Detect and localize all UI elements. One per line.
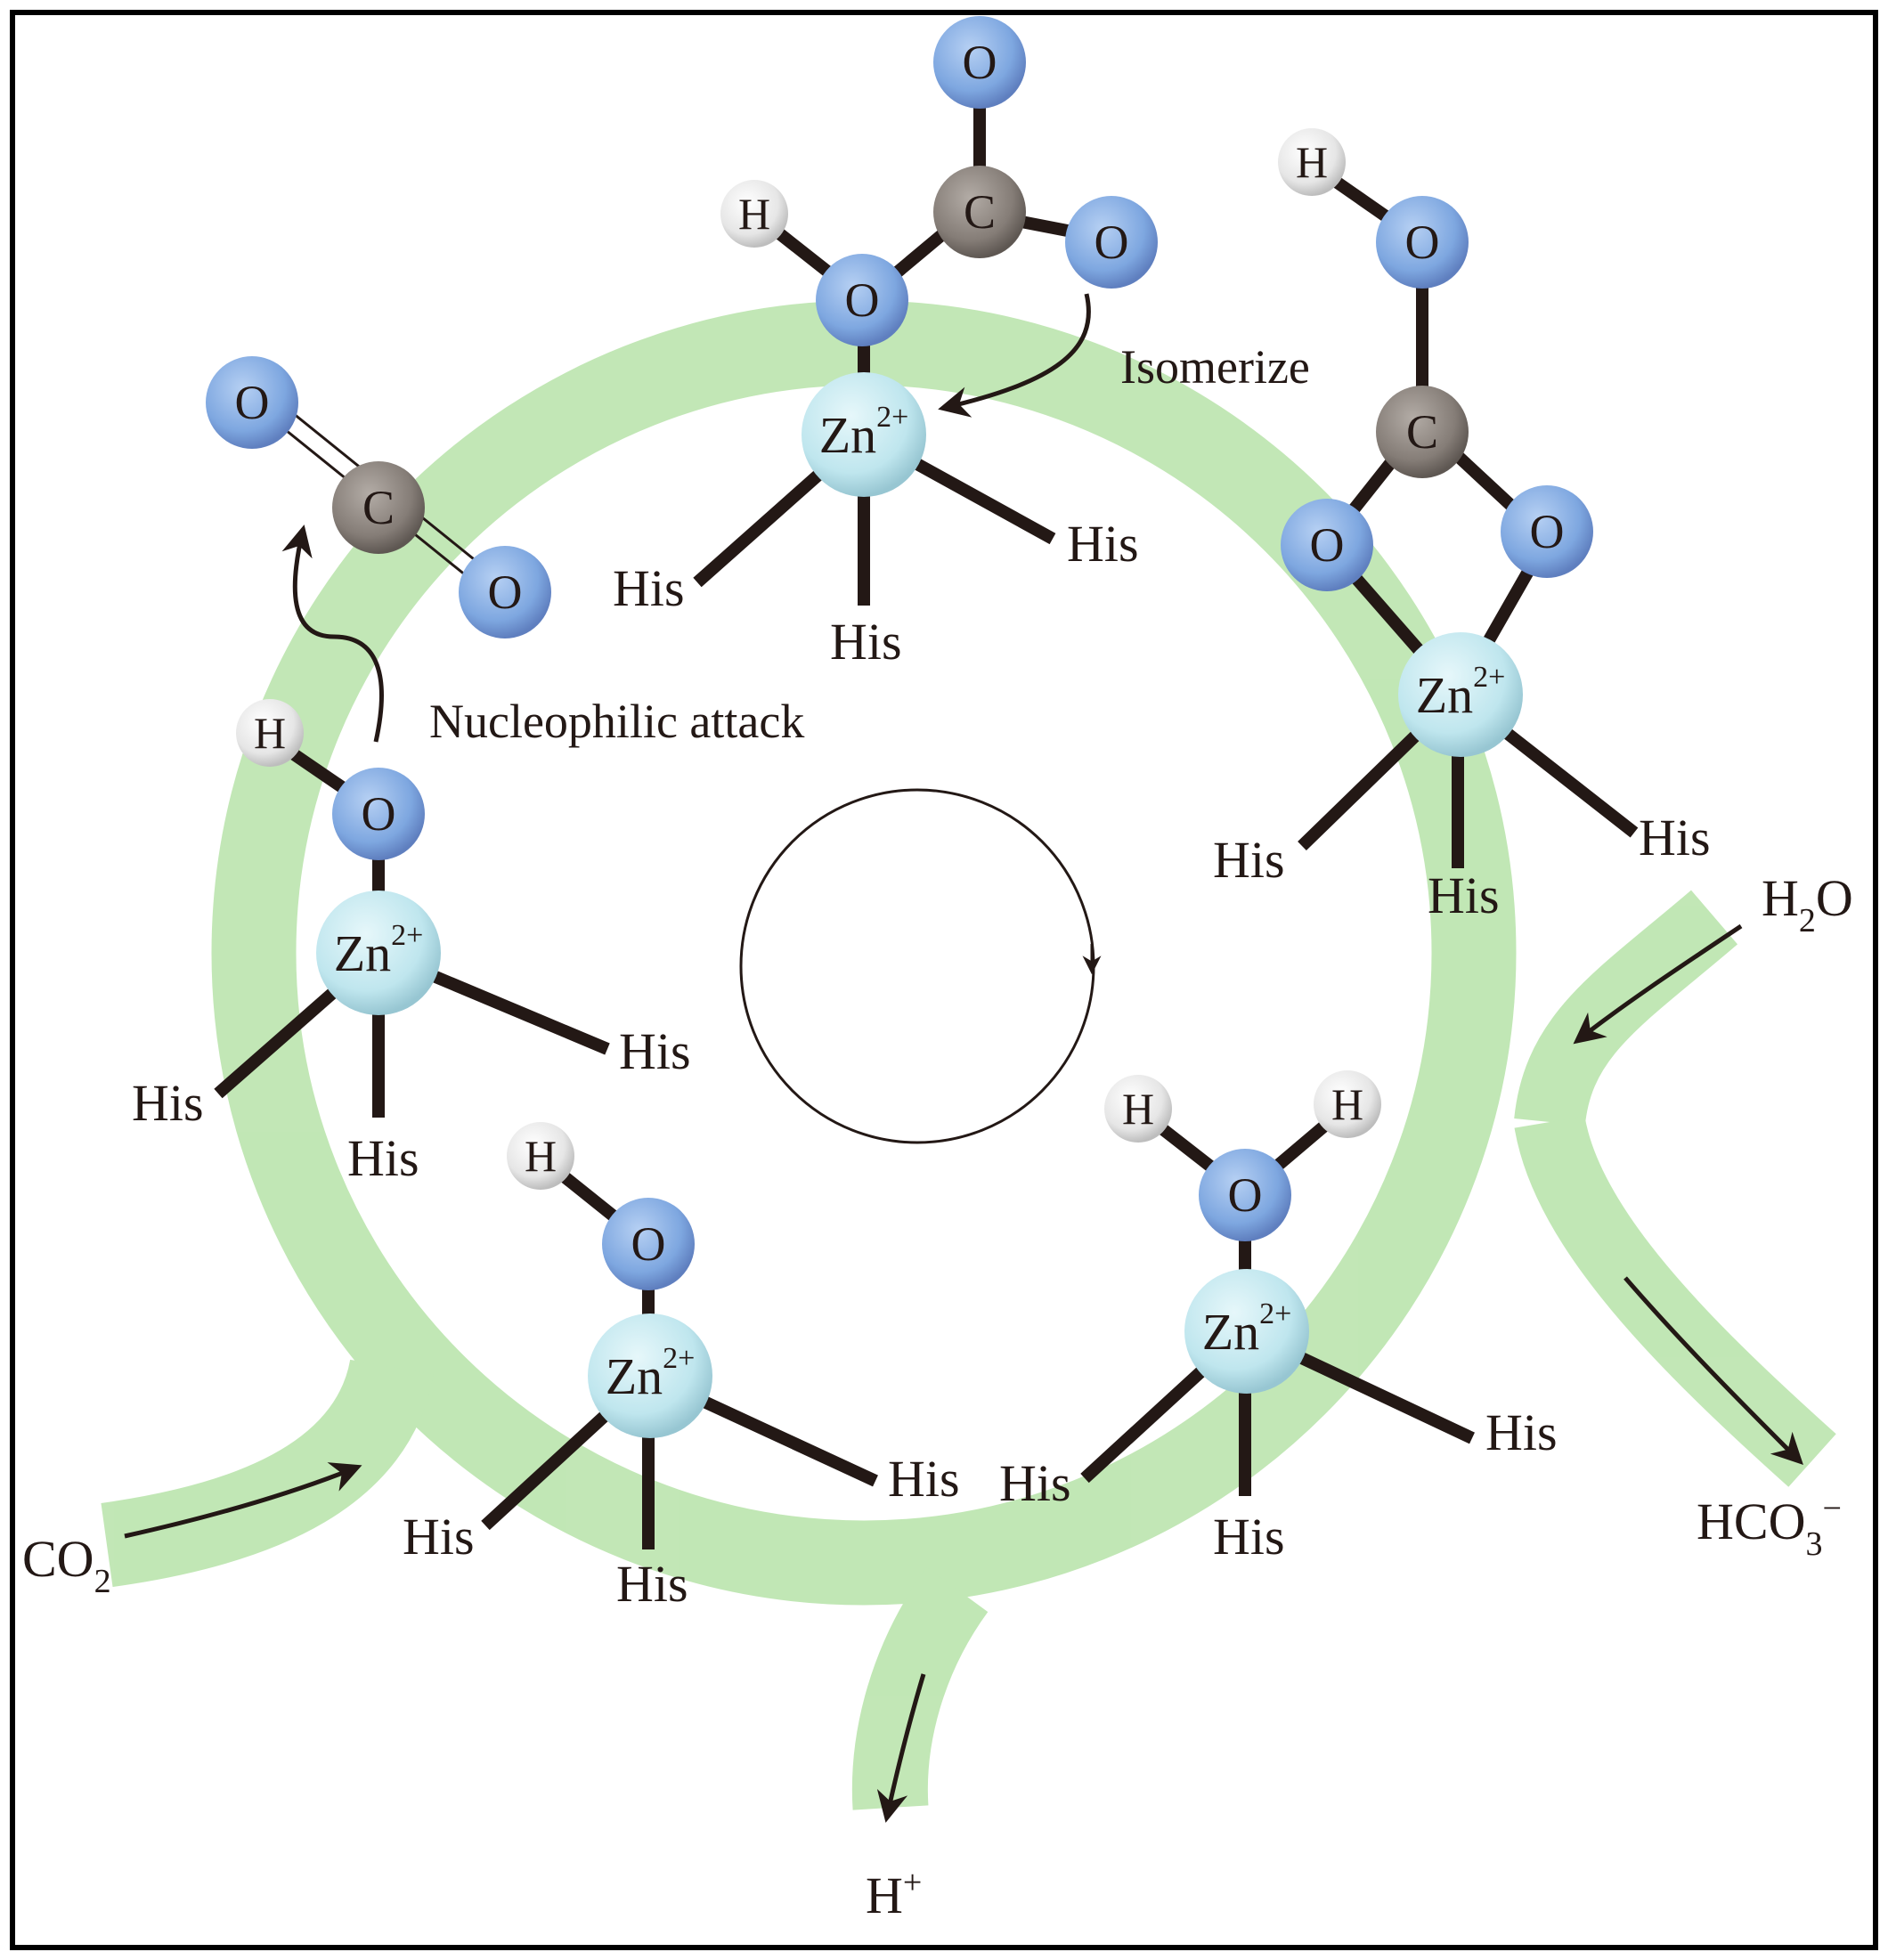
- oxygen-atom: [933, 16, 1026, 109]
- oxygen-atom: [1281, 499, 1373, 591]
- isomerize-arrow: [938, 293, 1091, 418]
- nucleophilic-attack-label: Nucleophilic attack: [429, 695, 804, 748]
- hydrogen-atom: [1314, 1070, 1381, 1138]
- oxygen-atom: [816, 254, 908, 346]
- hydrogen-label: H: [738, 189, 770, 239]
- carbon-atom: [332, 461, 425, 554]
- hydrogen-label: H: [1331, 1079, 1363, 1129]
- co2-molecule: O C O: [206, 356, 551, 638]
- oxygen-atom: [1501, 485, 1593, 578]
- his-ligand: His: [888, 1450, 960, 1508]
- zinc-atom: [588, 1313, 712, 1438]
- oxygen-label: O: [1530, 505, 1565, 558]
- co2-species-label: CO2: [22, 1530, 111, 1600]
- his-ligand: His: [619, 1022, 691, 1080]
- his-ligand: His: [1485, 1403, 1558, 1461]
- oxygen-label: O: [488, 565, 523, 619]
- oxygen-atom: [332, 768, 425, 860]
- his-ligand: His: [347, 1129, 419, 1187]
- zinc-label: Zn2+: [334, 919, 424, 982]
- carbon-label: C: [362, 481, 395, 534]
- h2o-inflow-arrow: [1573, 923, 1743, 1045]
- hydrogen-atom: [720, 180, 788, 248]
- his-ligand: His: [830, 613, 902, 671]
- his-ligand: His: [1067, 515, 1139, 573]
- his-ligand: His: [999, 1454, 1071, 1512]
- hydrogen-atom: [507, 1122, 574, 1190]
- zinc-hydroxide-complex-bottom: Zn2+ O H His His His: [403, 1122, 960, 1613]
- oxygen-label: O: [1310, 518, 1345, 572]
- hydrogen-label: H: [525, 1131, 557, 1181]
- zinc-atom: [802, 372, 926, 497]
- h-plus-species-label: H+: [866, 1864, 922, 1924]
- his-ligand: His: [1428, 866, 1500, 924]
- cycle-direction-circle: [739, 788, 1095, 1144]
- h-plus-outflow-arrow: [876, 1673, 926, 1823]
- zinc-hydroxide-complex-left: Zn2+ O H His His His: [132, 699, 691, 1187]
- bicarbonate-complex-top: Zn2+ O H C O O His His His: [613, 16, 1158, 671]
- oxygen-atom: [1376, 196, 1469, 289]
- zinc-atom: [1184, 1269, 1309, 1394]
- zinc-label: Zn2+: [1202, 1297, 1292, 1361]
- oxygen-label: O: [631, 1217, 666, 1271]
- his-ligand: His: [613, 559, 685, 617]
- isomerize-label: Isomerize: [1120, 340, 1310, 394]
- carbon-atom: [1376, 386, 1469, 478]
- zinc-atom: [1398, 632, 1523, 757]
- his-ligand: His: [403, 1508, 475, 1566]
- oxygen-label: O: [235, 376, 270, 429]
- h2o-species-label: H2O: [1762, 869, 1853, 939]
- hydrogen-atom: [1104, 1075, 1172, 1143]
- oxygen-atom: [1065, 196, 1158, 289]
- bicarbonate-complex-right: Zn2+ O O C O H His His His: [1213, 128, 1711, 924]
- oxygen-label: O: [963, 36, 997, 89]
- zinc-label: Zn2+: [1416, 661, 1506, 724]
- zinc-water-complex: Zn2+ O H H His His His: [999, 1070, 1558, 1566]
- zinc-label: Zn2+: [606, 1342, 696, 1405]
- his-ligand: His: [132, 1074, 204, 1132]
- hydrogen-atom: [236, 699, 304, 767]
- carbon-label: C: [964, 185, 996, 239]
- oxygen-label: O: [1405, 216, 1440, 269]
- oxygen-label: O: [1095, 216, 1129, 269]
- co2-inflow-arrow: [124, 1462, 362, 1539]
- his-ligand: His: [1213, 1508, 1285, 1566]
- zinc-label: Zn2+: [819, 401, 909, 464]
- hydrogen-label: H: [254, 708, 286, 758]
- oxygen-atom: [206, 356, 298, 449]
- hco3-species-label: HCO3−: [1697, 1490, 1842, 1563]
- zinc-atom: [316, 891, 441, 1015]
- his-ligand: His: [1639, 809, 1711, 866]
- hydrogen-label: H: [1296, 137, 1328, 187]
- oxygen-atom: [1199, 1149, 1291, 1241]
- his-ligand: His: [1213, 831, 1285, 889]
- figure-frame: [10, 10, 1878, 1950]
- oxygen-atom: [602, 1198, 695, 1290]
- hydrogen-label: H: [1122, 1084, 1154, 1134]
- hydrogen-atom: [1278, 128, 1346, 196]
- hco3-outflow-arrow: [1624, 1276, 1803, 1465]
- carbon-label: C: [1406, 405, 1438, 459]
- his-ligand: His: [616, 1555, 688, 1613]
- oxygen-atom: [459, 546, 551, 638]
- oxygen-label: O: [362, 787, 396, 841]
- nucleophilic-attack-arrow: [281, 525, 384, 743]
- oxygen-label: O: [845, 273, 880, 327]
- oxygen-label: O: [1228, 1168, 1263, 1222]
- carbon-atom: [933, 166, 1026, 258]
